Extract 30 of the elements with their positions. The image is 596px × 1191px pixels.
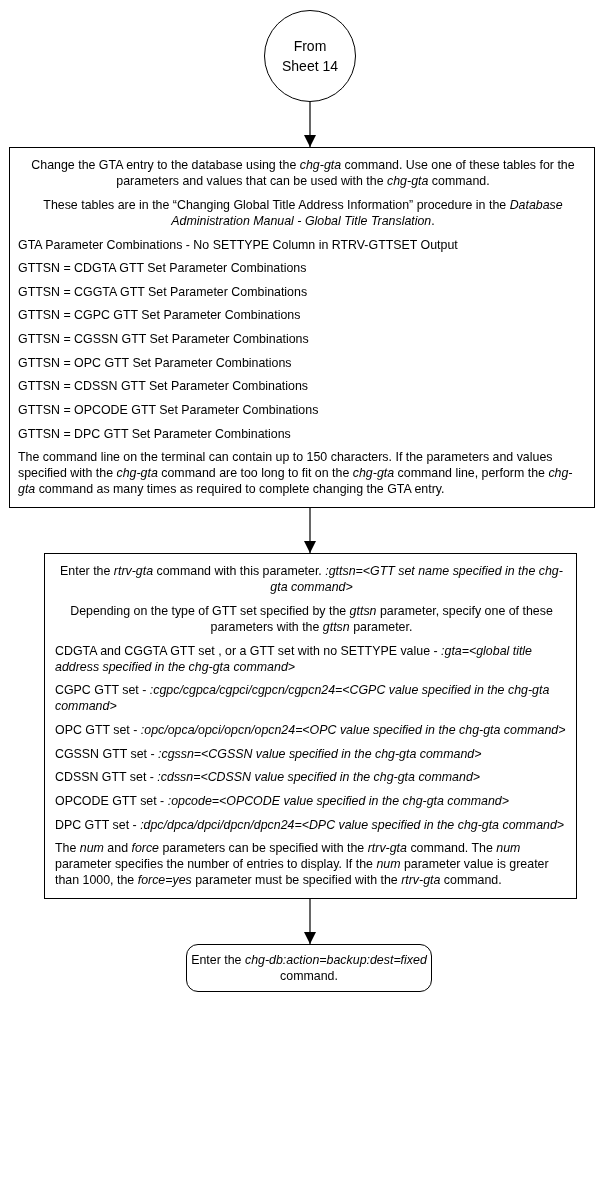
arrow [304, 898, 316, 945]
step-text: GTTSN = CGGTA GTT Set Parameter Combinations [18, 283, 309, 300]
step-text: The command line on the terminal can contain up to 150 characters. If the parameters and values specified with the chg-gta command are too long to fit on the chg-gta command line, perform the chg-gta command as many times as required to complete changing the GTA entry. [18, 449, 574, 498]
step-text: GTTSN = OPCODE GTT Set Parameter Combinations [18, 401, 320, 418]
terminator-box [186, 944, 432, 993]
step-text: The num and force parameters can be specified with the rtrv-gta command. The num parameter specifies the number of entries to display. If the num parameter value is greater than 1000, the force=yes parameter must be specified with the rtrv-gta command. [55, 840, 550, 889]
step-text: CGPC GTT set - :cgpc/cgpca/cgpci/cgpcn/cgpcn24=<CGPC value specified in the chg-gta command> [55, 682, 551, 715]
step-text: GTTSN = CDSSN GTT Set Parameter Combinations [18, 378, 309, 395]
step-text: Change the GTA entry to the database using the chg-gta command. Use one of these tables for the parameters and values that can be used with the chg-gta command. [30, 157, 576, 190]
step-text: CDGTA and CGGTA GTT set , or a GTT set with no SETTYPE value - :gta=<global title address specified in the chg-gta command> [55, 642, 533, 675]
step-text: GTTSN = CDGTA GTT Set Parameter Combinations [18, 260, 308, 277]
step-text: GTA Parameter Combinations - No SETTYPE Column in RTRV-GTTSET Output [18, 236, 459, 253]
step-text: Enter the chg-db:action=backup:dest=fixed command. [191, 952, 427, 985]
step-text: CGSSN GTT set - :cgssn=<CGSSN value specified in the chg-gta command> [55, 745, 483, 762]
process-box [9, 147, 595, 508]
step-text: From Sheet 14 [280, 36, 340, 76]
step-text: Depending on the type of GTT set specified by the gttsn parameter, specify one of these parameters with the gttsn parameter. [69, 602, 554, 635]
process-box [44, 553, 577, 899]
step-text: These tables are in the “Changing Global Title Address Information” procedure in the Database Administration Manual - Global Title Translation. [42, 196, 564, 229]
arrow [304, 507, 316, 554]
arrow [304, 101, 316, 148]
step-text: CDSSN GTT set - :cdssn=<CDSSN value specified in the chg-gta command> [55, 769, 482, 786]
step-text: Enter the rtrv-gta command with this parameter. :gttsn=<GTT set name specified in the chg-gta command> [59, 563, 564, 596]
step-text: GTTSN = DPC GTT Set Parameter Combinations [18, 425, 292, 442]
step-text: DPC GTT set - :dpc/dpca/dpci/dpcn/dpcn24=<DPC value specified in the chg-gta command> [55, 816, 566, 833]
step-text: OPC GTT set - :opc/opca/opci/opcn/opcn24=<OPC value specified in the chg-gta command> [55, 722, 567, 739]
step-text: GTTSN = CGPC GTT Set Parameter Combinations [18, 307, 302, 324]
step-text: GTTSN = OPC GTT Set Parameter Combinations [18, 354, 293, 371]
step-text: GTTSN = CGSSN GTT Set Parameter Combinations [18, 331, 310, 348]
step-text: OPCODE GTT set - :opcode=<OPCODE value specified in the chg-gta command> [55, 792, 510, 809]
